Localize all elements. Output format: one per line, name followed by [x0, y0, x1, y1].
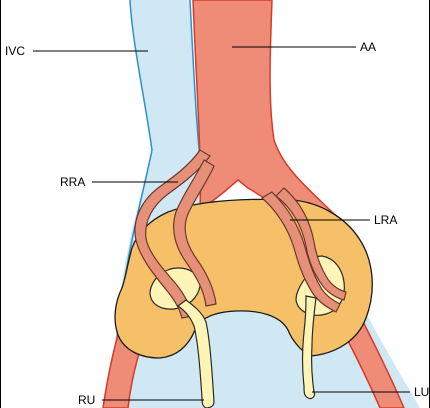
label-rra: RRA: [60, 175, 85, 189]
label-lu: LU: [414, 385, 429, 399]
label-ru: RU: [78, 393, 95, 407]
label-lra: LRA: [374, 213, 397, 227]
label-ivc: IVC: [5, 44, 25, 58]
label-aa: AA: [360, 40, 376, 54]
